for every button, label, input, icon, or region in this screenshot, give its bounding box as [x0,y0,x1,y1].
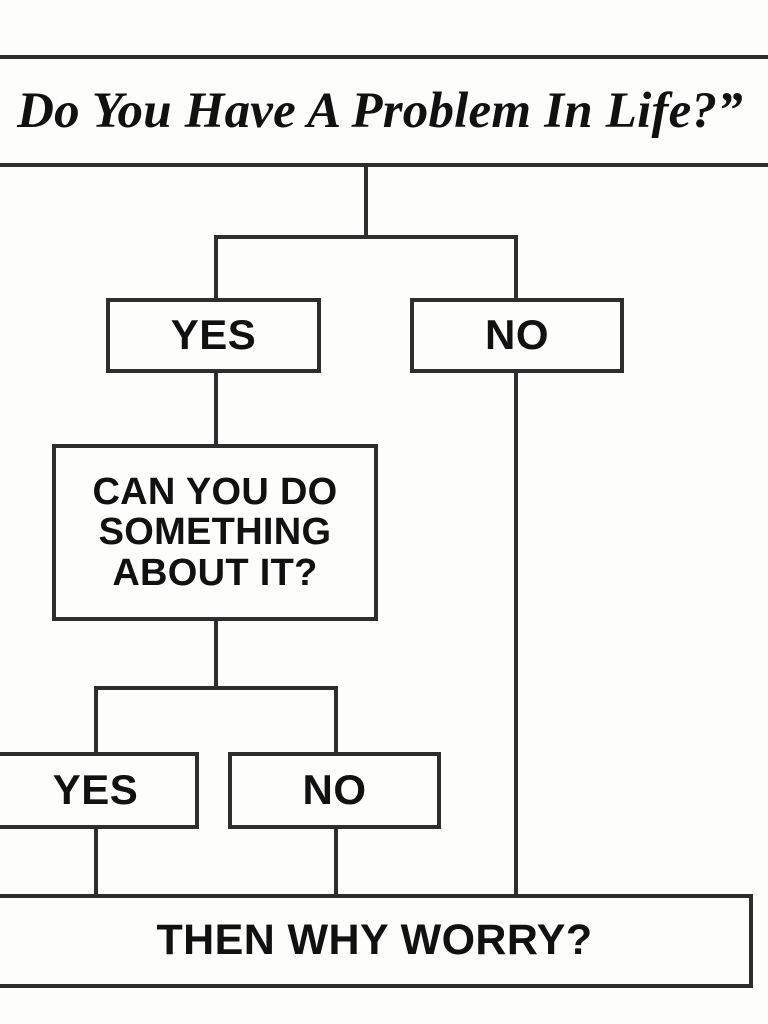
connector-question-to-yes2 [94,686,98,756]
connector-root-split-bar [214,235,518,239]
node-then-why-worry: THEN WHY WORRY? [0,894,753,988]
connector-question-split-bar [94,686,338,690]
node-yes-level2-label: YES [52,766,139,814]
node-then-why-worry-label: THEN WHY WORRY? [156,916,593,965]
node-no-level1: NO [410,298,624,373]
connector-question-stem [214,617,218,690]
connector-no2-to-final [334,825,338,898]
node-root-question: Do You Have A Problem In Life?” [0,55,768,167]
connector-root-to-no1 [514,235,518,302]
node-yes-level1-label: YES [170,311,257,359]
node-yes-level2: YES [0,752,199,829]
node-yes-level1: YES [106,298,321,373]
connector-question-to-no2 [334,686,338,756]
connector-root-to-yes1 [214,235,218,302]
connector-yes2-to-final [94,825,98,898]
connector-no1-to-final [514,370,518,898]
node-can-you-do-something: CAN YOU DO SOMETHING ABOUT IT? [52,444,378,621]
node-can-you-do-something-label: CAN YOU DO SOMETHING ABOUT IT? [92,471,338,594]
node-no-level2: NO [228,752,441,829]
connector-root-stem [364,167,368,239]
node-no-level1-label: NO [485,311,549,359]
node-root-question-label: Do You Have A Problem In Life?” [17,82,743,139]
connector-yes1-to-question [214,370,218,448]
node-no-level2-label: NO [302,766,367,814]
